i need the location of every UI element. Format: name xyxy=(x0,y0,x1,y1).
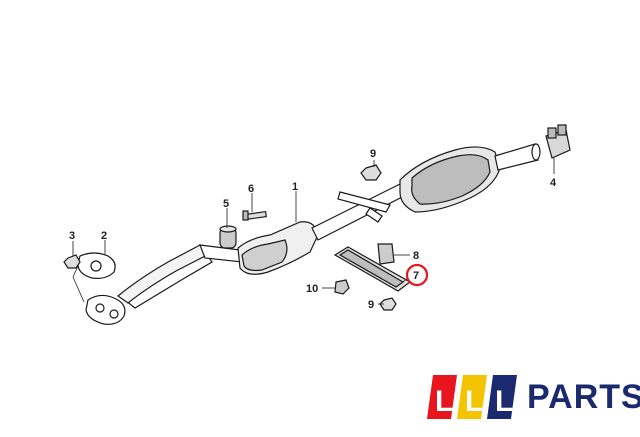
lll-parts-logo: L L L PARTS xyxy=(427,369,640,425)
callout-6[interactable]: 6 xyxy=(248,183,254,195)
flanges xyxy=(77,252,126,325)
nut-3 xyxy=(63,254,81,269)
exhaust-assembly xyxy=(117,143,541,309)
gasket-hole xyxy=(90,260,102,272)
logo-block-red xyxy=(427,375,457,419)
logo-block-yellow xyxy=(457,375,487,419)
clamp-4 xyxy=(545,124,571,159)
mount-bracket-8 xyxy=(377,243,395,265)
logo-letter-1: L xyxy=(435,385,453,418)
bolt-10 xyxy=(334,279,350,295)
callout-7-highlight-ring xyxy=(405,263,429,287)
front-pipe-lower-branch xyxy=(117,244,208,304)
leader-flange xyxy=(72,276,85,303)
leader-flange-2 xyxy=(72,265,79,278)
flange-hole-left xyxy=(95,303,105,313)
callout-1[interactable]: 1 xyxy=(292,181,298,193)
pipe-hanger xyxy=(365,207,383,223)
callout-10[interactable]: 10 xyxy=(306,283,318,295)
front-flange xyxy=(85,294,126,325)
logo-letter-2: L xyxy=(465,385,483,418)
nut-9-upper xyxy=(360,164,382,181)
leader-lines xyxy=(72,158,555,305)
callout-4[interactable]: 4 xyxy=(550,177,557,189)
rubber-mount-5 xyxy=(219,225,237,249)
logo-block-navy xyxy=(487,375,517,419)
callout-9-upper[interactable]: 9 xyxy=(370,148,376,160)
tail-pipe-end xyxy=(531,143,541,161)
front-pipe-upper-branch xyxy=(123,251,213,309)
callout-8[interactable]: 8 xyxy=(413,250,419,262)
flange-hole-right xyxy=(109,309,119,319)
pipe-bracket xyxy=(337,191,391,213)
logo-letter-3: L xyxy=(495,385,513,418)
logo-wordmark: PARTS xyxy=(527,378,640,416)
callout-2[interactable]: 2 xyxy=(101,230,107,242)
front-converter-heat-shield xyxy=(241,239,288,272)
callout-7[interactable]: 7 xyxy=(413,270,419,282)
callouts: 1 2 3 4 5 6 7 8 9 9 10 xyxy=(69,148,557,311)
callout-3[interactable]: 3 xyxy=(69,230,75,242)
callout-5[interactable]: 5 xyxy=(223,198,229,210)
tail-pipe xyxy=(494,143,539,171)
lll-logo-mark: L L L xyxy=(427,375,517,419)
rear-converter-heat-shield xyxy=(411,154,491,205)
bolt-6 xyxy=(242,210,267,221)
callout-9-lower[interactable]: 9 xyxy=(368,299,374,311)
intermediate-pipe xyxy=(311,183,407,241)
